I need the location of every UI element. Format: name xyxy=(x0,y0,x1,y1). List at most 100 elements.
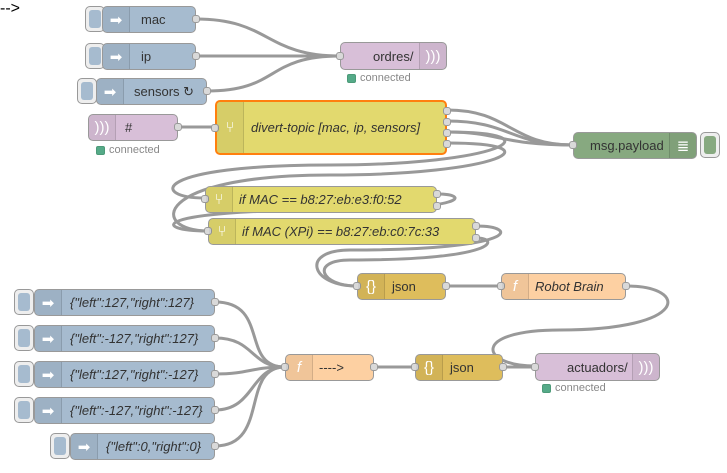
wire[interactable] xyxy=(214,365,286,448)
json-node-1[interactable]: {} json xyxy=(353,273,450,300)
switch-node-mac-1[interactable]: ⑂ if MAC == b8:27:eb:e3:f0:52 xyxy=(201,186,441,213)
debug-toggle-button[interactable] xyxy=(700,132,720,158)
input-port[interactable] xyxy=(281,363,289,371)
node-label: msg.payload xyxy=(590,138,664,153)
node-label: mac xyxy=(141,12,166,27)
output-port[interactable] xyxy=(443,118,451,126)
node-label: if MAC (XPi) == b8:27:eb:c0:7c:33 xyxy=(242,224,440,239)
node-label: actuadors/ xyxy=(567,359,628,375)
inject-arrow-icon: ➡ xyxy=(35,398,62,423)
node-label: json xyxy=(392,279,416,294)
function-node-robot-brain[interactable]: f Robot Brain xyxy=(497,273,630,300)
inject-node-mac[interactable]: ➡ mac xyxy=(102,6,200,33)
input-port[interactable] xyxy=(204,227,212,235)
node-label: divert-topic [mac, ip, sensors] xyxy=(251,120,421,135)
output-port[interactable] xyxy=(433,202,441,210)
output-port[interactable] xyxy=(472,234,480,242)
node-label: ip xyxy=(141,49,152,64)
mqtt-out-node-actuadors[interactable]: actuadors/ ))) xyxy=(531,353,660,381)
mqtt-out-node-ordres[interactable]: ordres/ ))) xyxy=(336,42,447,70)
input-port[interactable] xyxy=(531,363,539,371)
inject-node-cmd-5[interactable]: ➡ {"left":0,"right":0} xyxy=(70,433,219,460)
output-port[interactable] xyxy=(499,363,507,371)
node-label: sensors ↻ xyxy=(134,83,195,99)
inject-node-ip[interactable]: ➡ ip xyxy=(102,43,200,70)
inject-node-sensors[interactable]: ➡ sensors ↻ xyxy=(96,78,211,105)
switch-node-divert-topic[interactable]: ⑂ divert-topic [mac, ip, sensors] xyxy=(211,100,451,155)
input-port[interactable] xyxy=(336,52,344,60)
wire[interactable] xyxy=(172,141,507,233)
inject-button[interactable] xyxy=(14,361,34,387)
input-port[interactable] xyxy=(211,124,219,132)
wire[interactable] xyxy=(195,17,341,58)
wire[interactable] xyxy=(171,130,507,200)
output-port[interactable] xyxy=(192,15,200,23)
inject-arrow-icon: ➡ xyxy=(103,7,130,32)
output-port[interactable] xyxy=(442,282,450,290)
node-label: {"left":127,"right":127} xyxy=(70,295,194,310)
output-port[interactable] xyxy=(443,107,451,115)
input-port[interactable] xyxy=(569,141,577,149)
node-label: {"left":-127,"right":127} xyxy=(70,331,199,346)
function-node-arrow[interactable]: f ----> xyxy=(281,354,378,381)
mqtt-in-node-hash[interactable]: ))) # xyxy=(88,114,182,141)
output-port[interactable] xyxy=(211,406,219,414)
switch-node-mac-2[interactable]: ⑂ if MAC (XPi) == b8:27:eb:c0:7c:33 xyxy=(204,218,480,245)
input-port[interactable] xyxy=(411,363,419,371)
inject-arrow-icon: ➡ xyxy=(103,44,130,69)
inject-button[interactable] xyxy=(77,78,97,104)
node-label: # xyxy=(125,120,133,135)
switch-fork-icon: ⑂ xyxy=(206,187,233,212)
node-label: if MAC == b8:27:eb:e3:f0:52 xyxy=(239,192,402,207)
inject-node-cmd-1[interactable]: ➡ {"left":127,"right":127} xyxy=(34,289,219,316)
output-port[interactable] xyxy=(192,52,200,60)
node-label: {"left":127,"right":-127} xyxy=(70,367,199,382)
inject-arrow-icon: ➡ xyxy=(97,79,124,104)
wire[interactable] xyxy=(206,54,341,93)
inject-node-cmd-3[interactable]: ➡ {"left":127,"right":-127} xyxy=(34,361,219,388)
inject-button[interactable] xyxy=(14,325,34,351)
output-port[interactable] xyxy=(472,222,480,230)
wire[interactable] xyxy=(322,236,490,288)
debug-node-msg-payload[interactable]: msg.payload ≣ xyxy=(569,132,697,159)
inject-arrow-icon: ➡ xyxy=(35,290,62,315)
output-port[interactable] xyxy=(443,140,451,148)
wire[interactable] xyxy=(214,300,286,369)
status-dot-icon xyxy=(542,383,551,393)
output-port[interactable] xyxy=(370,363,378,371)
inject-button[interactable] xyxy=(14,289,34,315)
input-port[interactable] xyxy=(201,195,209,203)
radio-waves-icon: ))) xyxy=(89,115,116,140)
output-port[interactable] xyxy=(211,334,219,342)
status-dot-icon xyxy=(347,73,356,83)
output-port[interactable] xyxy=(203,87,211,95)
function-f-icon: f xyxy=(286,355,313,380)
input-port[interactable] xyxy=(353,282,361,290)
node-label: Robot Brain xyxy=(535,279,604,294)
output-port[interactable] xyxy=(211,298,219,306)
node-status: connected xyxy=(347,72,411,84)
status-dot-icon xyxy=(96,145,105,155)
output-port[interactable] xyxy=(211,370,219,378)
output-port[interactable] xyxy=(622,282,630,290)
node-label: json xyxy=(450,360,474,375)
output-port[interactable] xyxy=(174,123,182,131)
inject-node-cmd-4[interactable]: ➡ {"left":-127,"right":-127} xyxy=(34,397,219,424)
inject-button[interactable] xyxy=(85,43,105,69)
json-braces-icon: {} xyxy=(416,355,443,380)
switch-fork-icon: ⑂ xyxy=(209,219,236,244)
output-port[interactable] xyxy=(443,129,451,137)
inject-button[interactable] xyxy=(50,433,70,459)
input-port[interactable] xyxy=(497,282,505,290)
inject-button[interactable] xyxy=(14,397,34,423)
node-status: connected xyxy=(96,144,160,156)
output-port[interactable] xyxy=(211,442,219,450)
inject-arrow-icon: ➡ xyxy=(71,434,98,459)
output-port[interactable] xyxy=(433,190,441,198)
inject-arrow-icon: ➡ xyxy=(35,362,62,387)
wire[interactable] xyxy=(214,336,286,369)
switch-fork-icon: ⑂ xyxy=(217,102,244,153)
json-node-2[interactable]: {} json xyxy=(411,354,507,381)
wire[interactable] xyxy=(315,224,503,288)
inject-node-cmd-2[interactable]: ➡ {"left":-127,"right":127} xyxy=(34,325,219,352)
